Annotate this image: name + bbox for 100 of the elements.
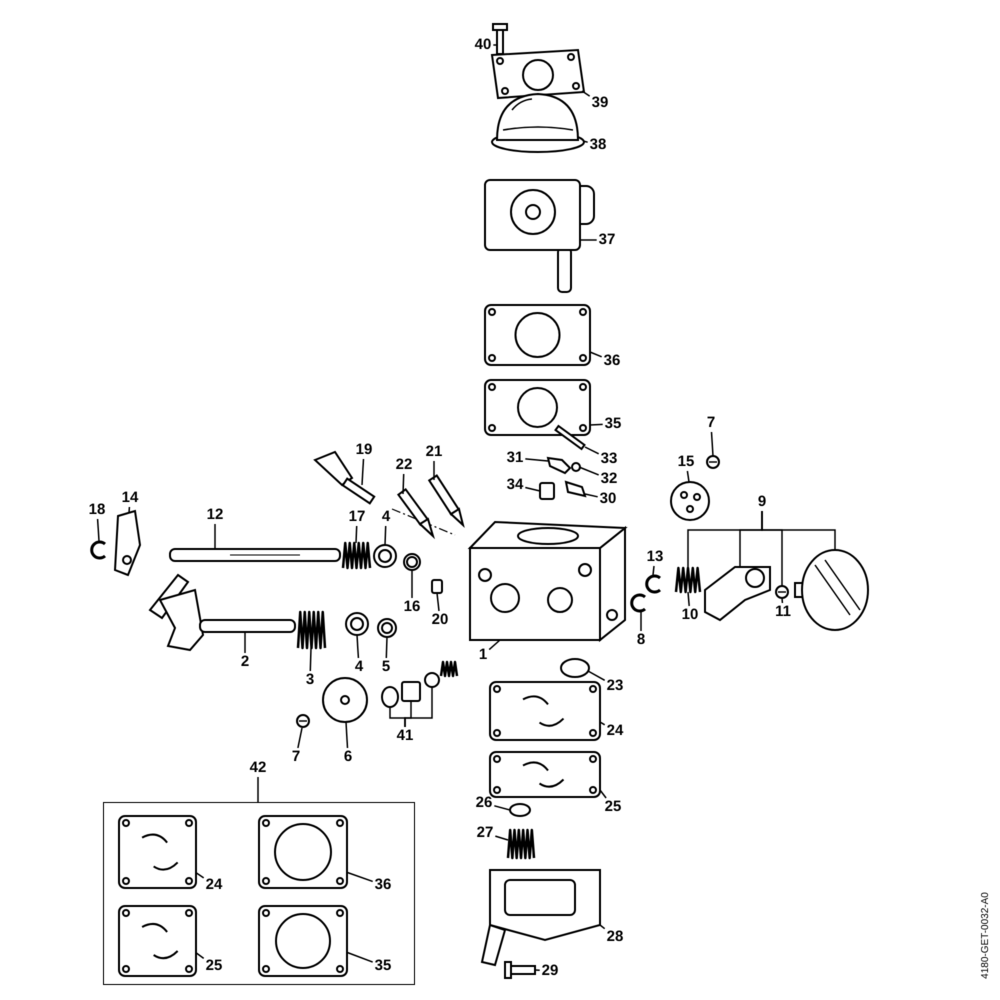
leader-line bbox=[687, 592, 690, 606]
lever-drawing bbox=[546, 456, 572, 474]
callout-number: 35 bbox=[604, 416, 622, 432]
leader-line bbox=[599, 790, 607, 798]
gasket-drawing bbox=[490, 48, 586, 100]
leader-line bbox=[686, 470, 690, 482]
callout-number: 19 bbox=[354, 442, 374, 458]
callout-number: 6 bbox=[342, 749, 354, 765]
callout-number: 14 bbox=[120, 490, 140, 506]
callout-number: 41 bbox=[396, 728, 414, 744]
leader-line bbox=[257, 777, 259, 802]
clip-drawing bbox=[90, 540, 106, 560]
callout-number: 40 bbox=[474, 37, 492, 53]
callout-number: 37 bbox=[598, 232, 616, 248]
callout-number: 24 bbox=[204, 877, 224, 893]
leader-line bbox=[214, 524, 216, 549]
leader-line bbox=[345, 722, 348, 748]
leader-line bbox=[128, 506, 130, 514]
gasket-drawing bbox=[489, 751, 601, 798]
leader-line bbox=[600, 721, 606, 726]
callout-number: 28 bbox=[606, 929, 624, 945]
leader-line bbox=[488, 639, 500, 650]
leader-line bbox=[404, 687, 433, 727]
gasket-drawing bbox=[489, 681, 601, 741]
callout-number: 20 bbox=[430, 612, 450, 628]
callout-number: 12 bbox=[206, 507, 224, 523]
shaft-drawing bbox=[169, 548, 341, 562]
leader-line bbox=[652, 566, 655, 576]
o-ring-drawing bbox=[377, 618, 397, 638]
dome-drawing bbox=[491, 93, 585, 153]
leader-line bbox=[781, 598, 784, 604]
callout-number: 32 bbox=[600, 471, 618, 487]
callout-number: 3 bbox=[304, 672, 316, 688]
leader-line bbox=[590, 351, 602, 358]
needle-drawing bbox=[564, 480, 587, 498]
leader-line bbox=[525, 486, 540, 492]
o-ring-drawing bbox=[403, 553, 421, 571]
leader-line bbox=[244, 632, 246, 653]
leader-line bbox=[710, 432, 714, 456]
leader-line bbox=[600, 924, 606, 930]
clip-drawing bbox=[645, 574, 661, 594]
spring-drawing bbox=[342, 542, 372, 570]
washer-drawing bbox=[373, 544, 397, 568]
callout-number: 17 bbox=[348, 509, 366, 525]
leader-line bbox=[411, 570, 413, 598]
plug-drawing bbox=[539, 482, 555, 500]
callout-number: 9 bbox=[756, 494, 768, 510]
callout-number: 7 bbox=[706, 415, 716, 431]
leader-line bbox=[356, 634, 360, 658]
leader-line bbox=[534, 969, 540, 972]
leader-line bbox=[582, 90, 590, 97]
callout-number: 13 bbox=[646, 549, 664, 565]
lever-drawing bbox=[114, 510, 142, 576]
leader-line bbox=[96, 518, 100, 542]
callout-number: 30 bbox=[598, 491, 618, 507]
callout-number: 29 bbox=[540, 963, 560, 979]
callout-number: 18 bbox=[88, 502, 106, 518]
callout-number: 33 bbox=[600, 451, 618, 467]
callout-number: 21 bbox=[424, 444, 444, 460]
gasket-drawing bbox=[484, 304, 591, 366]
leader-line bbox=[584, 446, 600, 454]
callout-number: 27 bbox=[476, 825, 494, 841]
washer-drawing bbox=[509, 803, 531, 817]
leader-line bbox=[584, 493, 598, 498]
leader-line bbox=[494, 805, 510, 811]
leader-line bbox=[361, 458, 364, 486]
screw-drawing bbox=[504, 961, 536, 979]
disk-drawing bbox=[670, 481, 710, 521]
sleeve-drawing bbox=[401, 681, 421, 702]
screw-drawing bbox=[775, 585, 789, 599]
needle-drawing bbox=[396, 488, 435, 540]
callout-number: 2 bbox=[240, 654, 250, 670]
leader-line bbox=[436, 592, 440, 612]
shaft-drawing bbox=[148, 574, 296, 652]
callout-number: 10 bbox=[680, 607, 700, 623]
callout-number: 23 bbox=[606, 678, 624, 694]
callout-number: 22 bbox=[394, 457, 414, 473]
callout-number: 1 bbox=[478, 647, 488, 663]
spring-drawing bbox=[296, 610, 326, 650]
leader-line bbox=[588, 670, 606, 681]
callout-number: 7 bbox=[290, 749, 302, 765]
callout-number: 26 bbox=[474, 795, 494, 811]
callout-number: 34 bbox=[506, 477, 524, 493]
leader-line bbox=[582, 140, 588, 143]
callout-number: 25 bbox=[604, 799, 622, 815]
disk-drawing bbox=[322, 677, 368, 723]
callout-number: 11 bbox=[774, 604, 792, 620]
lever-drawing bbox=[704, 566, 771, 622]
o-ring-drawing bbox=[381, 686, 399, 708]
cap-drawing bbox=[560, 658, 590, 678]
callout-number: 31 bbox=[506, 450, 524, 466]
callout-number: 8 bbox=[636, 632, 646, 648]
leader-line bbox=[384, 526, 386, 546]
leader-line bbox=[297, 728, 303, 748]
callout-number: 36 bbox=[602, 353, 622, 369]
callout-number: 39 bbox=[590, 95, 610, 111]
cover-drawing bbox=[480, 869, 601, 966]
leader-line bbox=[493, 44, 497, 46]
leader-line bbox=[761, 511, 836, 550]
gasket-drawing bbox=[258, 815, 348, 889]
